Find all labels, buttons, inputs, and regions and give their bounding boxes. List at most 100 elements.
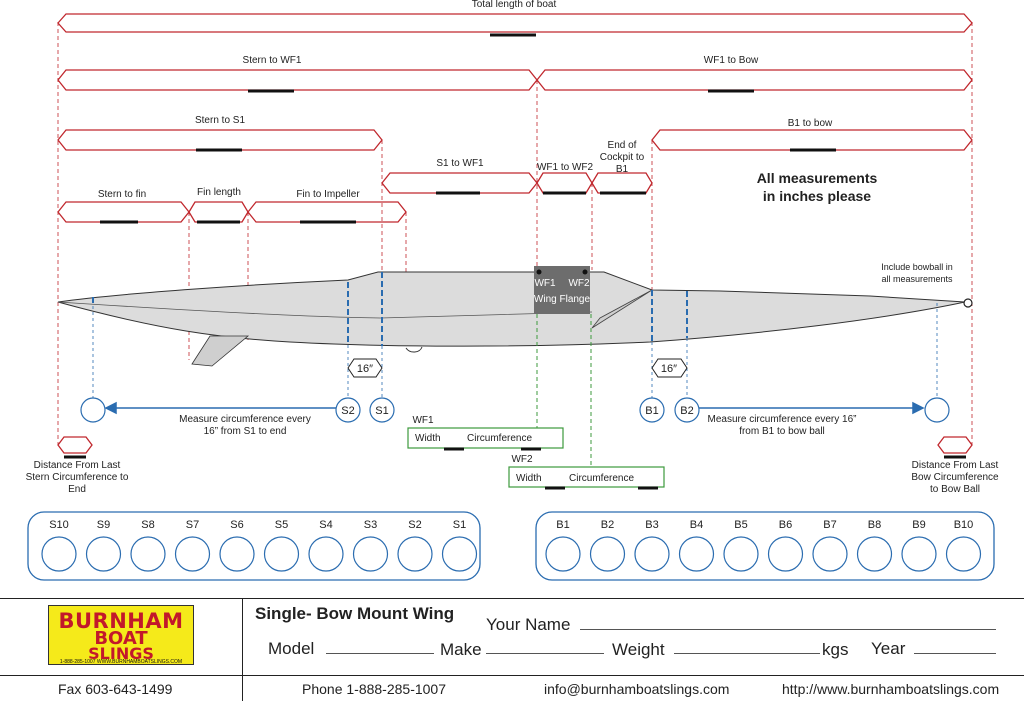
fin-length-bar: [188, 201, 249, 223]
measure-text: Measure circumference every 16” from S1 …: [179, 414, 856, 437]
stern_row-label-s6: S6: [230, 519, 243, 531]
bow_row-label-b9: B9: [912, 519, 925, 531]
stern_row-circle-s5[interactable]: [263, 536, 300, 572]
bow_row-circle-b7[interactable]: [812, 536, 848, 572]
bow_row-label-b2: B2: [601, 519, 614, 531]
svg-text:from B1 to bow ball: from B1 to bow ball: [739, 426, 825, 437]
footer-divider: [242, 598, 243, 701]
label-cockpit-2: Cockpit to: [600, 152, 645, 163]
stern_row-label-s1: S1: [453, 519, 466, 531]
bow_row-circle-b5[interactable]: [723, 536, 759, 572]
weight-label: Weight: [612, 640, 665, 659]
wing-flange: [534, 266, 590, 314]
bow-end-bar: [937, 436, 973, 454]
stern_row-circle-s3[interactable]: [352, 536, 389, 572]
stern-fin-bar: [57, 201, 190, 223]
bow_row-circle-b4[interactable]: [678, 536, 715, 572]
note-line-2: in inches please: [763, 188, 871, 204]
stern_row-label-s5: S5: [275, 519, 288, 531]
weight-field[interactable]: [674, 653, 820, 654]
bow_row-circle-b8[interactable]: [856, 536, 893, 572]
stern_row-circle-s2[interactable]: [397, 536, 433, 572]
svg-text:B2: B2: [680, 405, 693, 417]
footer-top-rule: [0, 598, 1024, 599]
inches-note: All measurements in inches please: [757, 170, 878, 204]
wf1-box: WF1 Width Circumference: [407, 415, 564, 451]
svg-text:WF2: WF2: [568, 278, 590, 289]
footer-bottom-rule: [0, 675, 1024, 676]
stern_row-label-s3: S3: [364, 519, 377, 531]
stern-wf1-bar: [57, 69, 538, 91]
bow_row-label-b10: B10: [954, 519, 974, 531]
stern_row-label-s7: S7: [186, 519, 199, 531]
year-field[interactable]: [914, 653, 996, 654]
svg-text:S1: S1: [375, 405, 388, 417]
bow_row-circle-b10[interactable]: [945, 536, 982, 572]
stern_row-circle-s4[interactable]: [308, 536, 344, 572]
website-link[interactable]: http://www.burnhamboatslings.com: [782, 681, 1000, 697]
bow-row-frame: [535, 511, 995, 581]
bow_row-label-b5: B5: [734, 519, 747, 531]
svg-text:S2: S2: [341, 405, 354, 417]
stern_row-circle-s9[interactable]: [85, 536, 122, 572]
label-cockpit-3: B1: [616, 164, 629, 175]
stern_row-circle-s6[interactable]: [219, 536, 255, 572]
stern_row-circle-s1[interactable]: [441, 536, 478, 572]
svg-text:all measurements: all measurements: [881, 274, 953, 284]
label-s1-wf1: S1 to WF1: [436, 158, 484, 169]
cockpit-b1-bar: [591, 172, 653, 194]
form-title: Single- Bow Mount Wing: [255, 604, 455, 623]
year-label: Year: [871, 639, 906, 658]
wf2-box: WF2 Width Circumference: [508, 454, 665, 490]
label-fin-length: Fin length: [197, 187, 241, 198]
svg-text:WF2: WF2: [511, 454, 533, 465]
bow_row-circle-b3[interactable]: [634, 536, 670, 572]
bow_row-circle-b9[interactable]: [901, 536, 937, 572]
bow_row-circle-b2[interactable]: [589, 536, 626, 572]
stern_row-circle-s7[interactable]: [174, 536, 211, 572]
svg-text:Measure circumference every 16: Measure circumference every 16”: [708, 414, 857, 425]
flange-leaders: [536, 314, 592, 468]
email-link[interactable]: info@burnhamboatslings.com: [544, 681, 730, 697]
model-label: Model: [268, 639, 315, 658]
dimension-labels: Total length of boat Stern to WF1 WF1 to…: [98, 0, 833, 200]
svg-text:WF1: WF1: [534, 278, 556, 289]
bow_row-label-b3: B3: [645, 519, 658, 531]
stern_row-circle-s10[interactable]: [41, 536, 77, 572]
svg-text:Width: Width: [415, 433, 441, 444]
svg-text:to Bow Ball: to Bow Ball: [930, 484, 980, 495]
make-field[interactable]: [486, 653, 604, 654]
your-name-field[interactable]: [580, 629, 996, 630]
bowball-note: Include bowball in all measurements: [881, 262, 953, 284]
bow_row-label-b7: B7: [823, 519, 836, 531]
bow-ball-icon: [963, 298, 973, 308]
stern_row-circle-s8[interactable]: [130, 536, 166, 572]
svg-text:End: End: [68, 484, 86, 495]
footer: BURNHAM BOAT SLINGS 1-888-285-1007 WWW.B…: [0, 598, 1024, 701]
bow_row-label-b8: B8: [868, 519, 881, 531]
bow_row-circle-b6[interactable]: [767, 536, 804, 572]
bow_row-circle-b1[interactable]: [545, 536, 581, 572]
stern-s1-bar: [57, 129, 383, 151]
end-distance-labels: Distance From Last Stern Circumference t…: [26, 460, 999, 495]
model-field[interactable]: [326, 653, 434, 654]
circumference-circles: [80, 397, 950, 423]
label-stern-s1: Stern to S1: [195, 115, 245, 126]
svg-text:Stern Circumference to: Stern Circumference to: [26, 472, 129, 483]
label-total: Total length of boat: [472, 0, 557, 10]
svg-text:16″: 16″: [357, 363, 373, 375]
note-line-1: All measurements: [757, 170, 878, 186]
phone-text: Phone 1-888-285-1007: [302, 681, 447, 697]
stern-end-bar: [57, 436, 93, 454]
svg-text:WF1: WF1: [412, 415, 434, 426]
burnham-logo: BURNHAM BOAT SLINGS 1-888-285-1007 WWW.B…: [48, 605, 194, 665]
svg-text:Bow Circumference: Bow Circumference: [911, 472, 999, 483]
label-fin-impeller: Fin to Impeller: [296, 189, 360, 200]
fax-text: Fax 603-643-1499: [58, 681, 173, 697]
wf1-bow-bar: [536, 69, 973, 91]
measurement-diagram: Total length of boat Stern to WF1 WF1 to…: [26, 0, 999, 581]
make-label: Make: [440, 640, 482, 659]
dimension-bars: [57, 13, 973, 454]
